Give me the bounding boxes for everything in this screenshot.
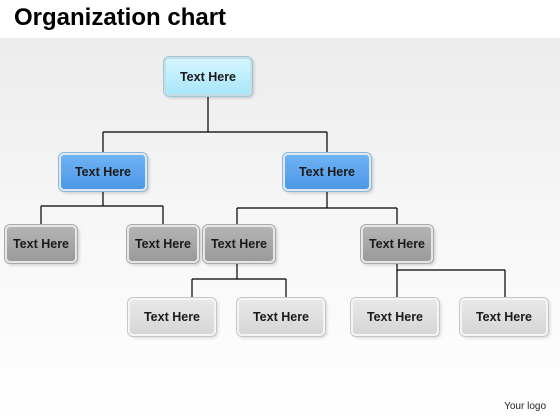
chart-canvas bbox=[0, 38, 560, 420]
title-band bbox=[0, 0, 560, 38]
org-node-root[interactable]: Text Here bbox=[164, 57, 252, 96]
slide-title: Organization chart bbox=[14, 4, 227, 31]
org-node-level1-left[interactable]: Text Here bbox=[59, 153, 147, 191]
org-node-level2-3[interactable]: Text Here bbox=[203, 225, 275, 263]
org-node-level2-2[interactable]: Text Here bbox=[127, 225, 199, 263]
org-node-level3-4[interactable]: Text Here bbox=[460, 298, 548, 336]
logo-text: Your logo bbox=[504, 401, 546, 412]
org-node-level1-right[interactable]: Text Here bbox=[283, 153, 371, 191]
org-node-level2-1[interactable]: Text Here bbox=[5, 225, 77, 263]
org-node-level2-4[interactable]: Text Here bbox=[361, 225, 433, 263]
org-node-level3-3[interactable]: Text Here bbox=[351, 298, 439, 336]
org-node-level3-1[interactable]: Text Here bbox=[128, 298, 216, 336]
org-node-level3-2[interactable]: Text Here bbox=[237, 298, 325, 336]
